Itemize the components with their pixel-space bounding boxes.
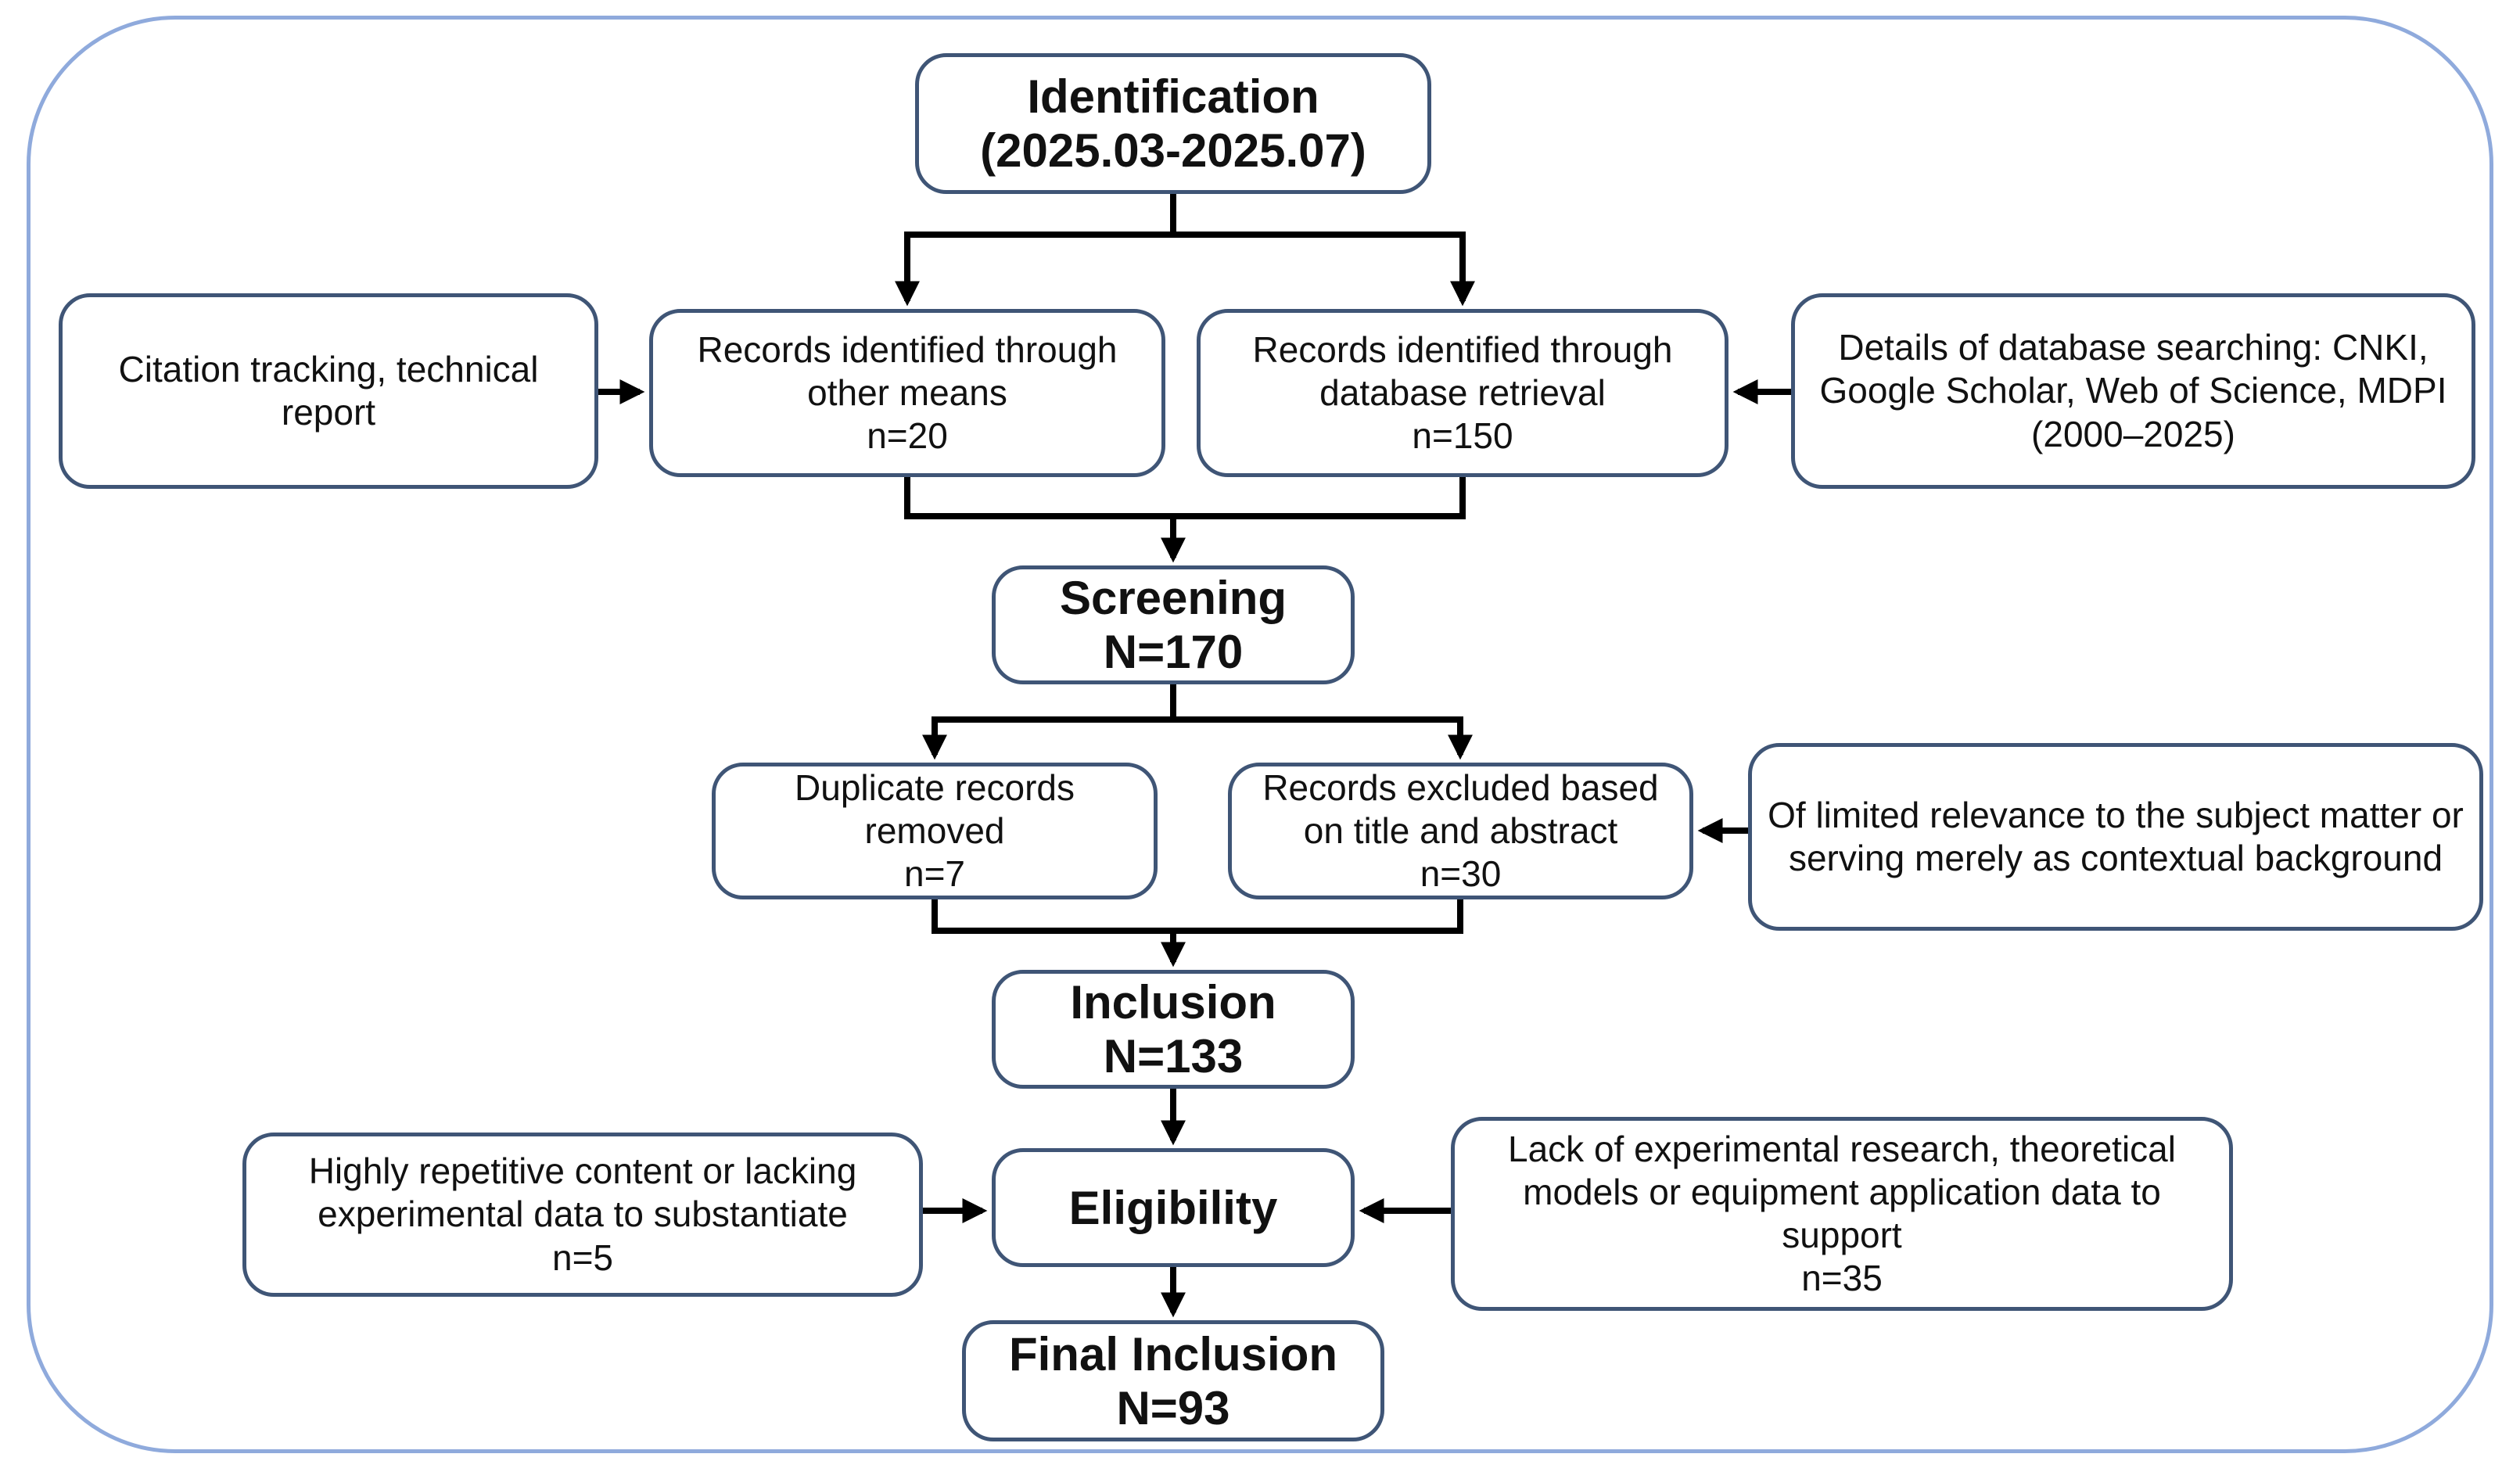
node-text: Details of database searching: CNKI, Goo… [1819, 327, 2447, 411]
node-limited-relevance: Of limited relevance to the subject matt… [1748, 743, 2483, 931]
node-records-other-means: Records identified through other means n… [649, 309, 1165, 477]
node-lack-of-research: Lack of experimental research, theoretic… [1451, 1117, 2233, 1311]
node-count: n=150 [1412, 415, 1513, 457]
connector-merge-to-inclusion [932, 899, 1463, 967]
node-count: n=35 [1801, 1258, 1883, 1299]
node-text: Records identified through other means [697, 328, 1118, 413]
node-text: Records identified through database retr… [1252, 328, 1673, 413]
node-records-database: Records identified through database retr… [1197, 309, 1728, 477]
node-citation-tracking: Citation tracking, technical report [59, 293, 598, 489]
node-records-excluded: Records excluded based on title and abst… [1228, 763, 1693, 899]
stage-period: (2025.03-2025.07) [980, 124, 1366, 177]
node-text: Duplicate records removed [795, 766, 1075, 851]
node-text: Lack of experimental research, theoretic… [1508, 1128, 2176, 1255]
node-count: n=20 [867, 415, 948, 457]
node-identification: Identification (2025.03-2025.07) [915, 53, 1431, 194]
node-count: n=30 [1420, 853, 1502, 895]
connector-merge-to-screening [904, 477, 1466, 563]
node-count: n=5 [551, 1237, 614, 1278]
stage-name: Final Inclusion [1008, 1327, 1338, 1380]
node-text: Records excluded based on title and abst… [1262, 766, 1659, 851]
connector-screening-split [922, 684, 1473, 760]
connector-identification-split [895, 194, 1475, 307]
node-database-details: Details of database searching: CNKI, Goo… [1791, 293, 2475, 489]
node-eligibility: Eligibility [992, 1148, 1355, 1267]
node-final-inclusion: Final Inclusion N=93 [962, 1320, 1384, 1441]
node-text: Of limited relevance to the subject matt… [1768, 794, 2464, 878]
node-repetitive-content: Highly repetitive content or lacking exp… [242, 1133, 923, 1297]
stage-count: N=170 [1103, 626, 1244, 678]
node-screening: Screening N=170 [992, 565, 1355, 684]
node-text: Citation tracking, technical report [118, 348, 539, 433]
stage-count: N=133 [1103, 1030, 1244, 1082]
stage-name: Eligibility [1068, 1181, 1278, 1234]
node-inclusion: Inclusion N=133 [992, 970, 1355, 1089]
stage-name: Inclusion [1070, 976, 1276, 1028]
stage-name: Screening [1059, 572, 1287, 624]
stage-name: Identification [1027, 70, 1319, 123]
stage-count: N=93 [1116, 1381, 1230, 1434]
node-count: n=7 [903, 853, 966, 895]
node-range: (2000–2025) [2031, 413, 2235, 454]
node-duplicates-removed: Duplicate records removed n=7 [712, 763, 1158, 899]
node-text: Highly repetitive content or lacking exp… [308, 1151, 857, 1235]
